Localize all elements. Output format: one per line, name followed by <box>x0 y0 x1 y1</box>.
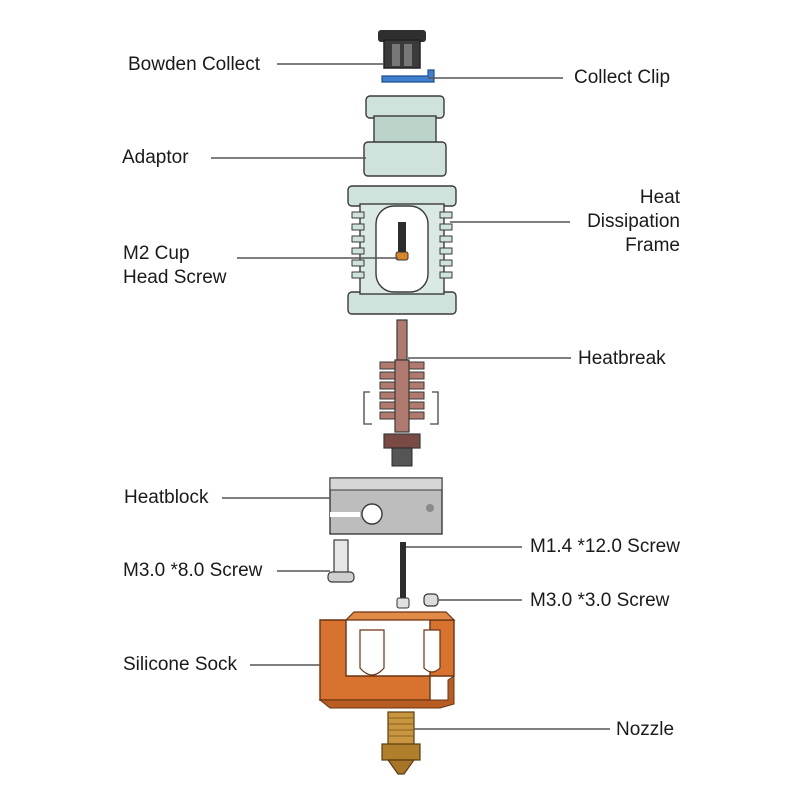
heat-dissipation-frame-part <box>347 185 457 315</box>
label-m30x3-screw: M3.0 *3.0 Screw <box>530 590 670 611</box>
m2-cup-head-screw-part <box>395 222 409 261</box>
silicone-sock-part <box>318 611 456 709</box>
heatblock-part <box>329 477 443 535</box>
m30x3-screw-part <box>423 593 439 607</box>
label-nozzle: Nozzle <box>616 719 675 740</box>
label-m14-screw: M1.4 *12.0 Screw <box>530 536 680 557</box>
adaptor-part <box>363 95 447 177</box>
label-adaptor: Adaptor <box>122 147 189 168</box>
label-collect-clip: Collect Clip <box>574 67 671 88</box>
leader-lines <box>211 63 610 730</box>
m14-screw-part <box>396 542 410 609</box>
label-heatblock: Heatblock <box>124 487 209 508</box>
label-heat-dissipation-frame: Heat Dissipation Frame <box>587 187 680 256</box>
nozzle-part <box>381 711 421 775</box>
label-silicone-sock: Silicone Sock <box>123 654 238 675</box>
collect-clip-part <box>381 69 435 83</box>
m30x8-screw-part <box>327 539 355 583</box>
label-bowden-collect: Bowden Collect <box>128 54 261 75</box>
label-m30x8-screw: M3.0 *8.0 Screw <box>123 560 263 581</box>
label-m2-cup-head-screw: M2 Cup Head Screw <box>123 243 227 288</box>
label-heatbreak: Heatbreak <box>578 348 666 369</box>
bowden-collect-part <box>378 30 426 69</box>
heatbreak-part <box>363 319 439 467</box>
